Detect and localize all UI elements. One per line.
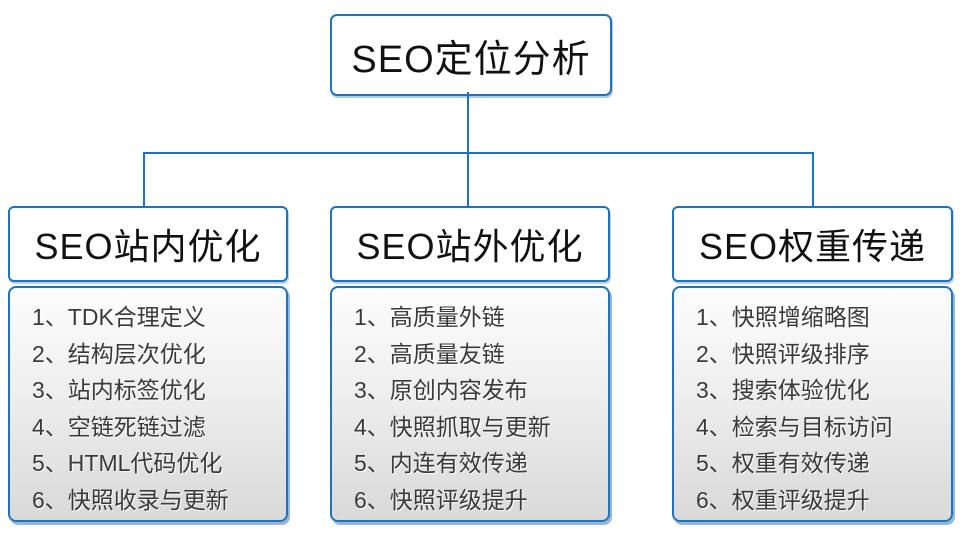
- connector-root-vertical: [467, 92, 469, 154]
- branch-weight: SEO权重传递 1、快照增缩略图 2、快照评级排序 3、搜索体验优化 4、检索与…: [672, 206, 953, 522]
- root-node: SEO定位分析: [330, 14, 612, 96]
- branch-header-label: SEO权重传递: [698, 226, 927, 267]
- list-item: 1、快照增缩略图: [696, 304, 870, 330]
- list-item: 3、搜索体验优化: [696, 377, 870, 403]
- connector-right-drop: [812, 152, 814, 208]
- branch-header-label: SEO站内优化: [34, 226, 262, 267]
- list-item: 4、检索与目标访问: [696, 413, 893, 440]
- connector-middle-drop: [467, 152, 469, 208]
- branch-header-label: SEO站外优化: [356, 226, 584, 267]
- connector-horizontal: [143, 152, 814, 154]
- branch-offsite-header: SEO站外优化: [330, 206, 610, 282]
- list-item: 3、原创内容发布: [354, 377, 528, 403]
- list-item: 3、站内标签优化: [32, 377, 206, 403]
- list-item: 5、HTML代码优化: [32, 450, 223, 476]
- branch-onsite: SEO站内优化 1、TDK合理定义 2、结构层次优化 3、站内标签优化 4、空链…: [8, 206, 288, 522]
- branch-onsite-header: SEO站内优化: [8, 206, 288, 282]
- root-node-title: SEO定位分析: [351, 38, 591, 81]
- list-item: 2、结构层次优化: [32, 340, 206, 367]
- branch-onsite-list: 1、TDK合理定义 2、结构层次优化 3、站内标签优化 4、空链死链过滤 5、H…: [8, 286, 288, 522]
- list-item: 5、权重有效传递: [696, 450, 870, 476]
- branch-offsite-list: 1、高质量外链 2、高质量友链 3、原创内容发布 4、快照抓取与更新 5、内连有…: [330, 286, 610, 522]
- branch-offsite: SEO站外优化 1、高质量外链 2、高质量友链 3、原创内容发布 4、快照抓取与…: [330, 206, 610, 522]
- branch-weight-list: 1、快照增缩略图 2、快照评级排序 3、搜索体验优化 4、检索与目标访问 5、权…: [672, 286, 953, 522]
- list-item: 2、高质量友链: [354, 340, 505, 367]
- connector-left-drop: [143, 152, 145, 208]
- list-item: 1、高质量外链: [354, 304, 505, 330]
- list-item: 2、快照评级排序: [696, 340, 870, 367]
- list-item: 6、快照收录与更新: [32, 486, 229, 513]
- list-item: 4、空链死链过滤: [32, 413, 206, 440]
- branch-weight-header: SEO权重传递: [672, 206, 953, 282]
- list-item: 6、权重评级提升: [696, 486, 870, 513]
- list-item: 5、内连有效传递: [354, 450, 528, 476]
- list-item: 1、TDK合理定义: [32, 304, 206, 330]
- list-item: 4、快照抓取与更新: [354, 413, 551, 440]
- list-item: 6、快照评级提升: [354, 486, 528, 513]
